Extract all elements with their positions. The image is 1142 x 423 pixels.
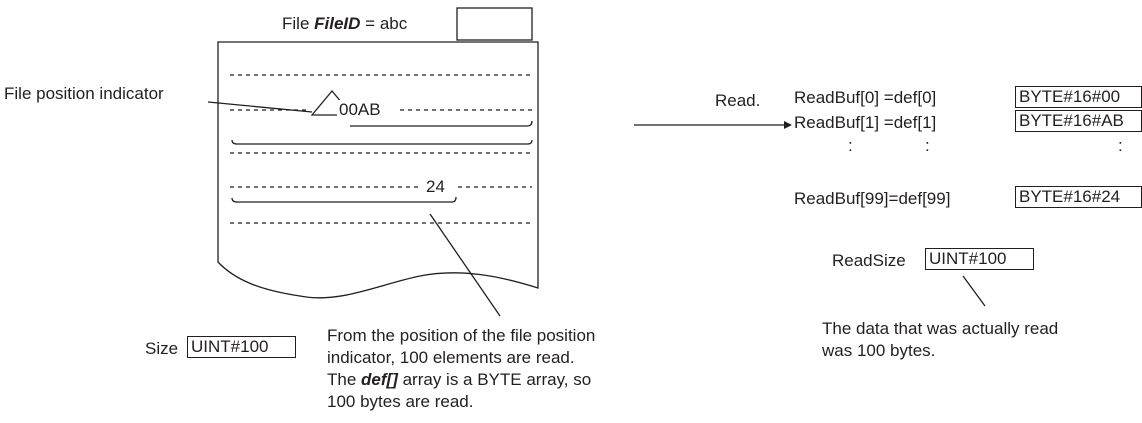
readsize-note-line-2: was 100 bytes.: [822, 341, 936, 360]
readbuf-row-99-value: BYTE#16#24: [1015, 186, 1142, 208]
data-brace-1: [350, 120, 533, 127]
indicator-leader-line: [207, 101, 313, 113]
file-label: File: [282, 14, 310, 33]
data-brace-2: [231, 139, 533, 145]
note-line-3-pre: The: [327, 370, 362, 389]
file-position-indicator-label: File position indicator: [4, 84, 164, 103]
note-line-3-post: array is a BYTE array, so: [397, 370, 592, 389]
size-label: Size: [145, 339, 179, 358]
readbuf-ellipsis-mid: :: [925, 136, 930, 155]
data-brace-3: [231, 196, 457, 203]
readsize-leader-line: [962, 275, 986, 307]
file-id-value: = abc: [365, 14, 408, 33]
note-line-3: The def[] array is a BYTE array, so: [327, 369, 591, 390]
read-arrow-head: [784, 121, 792, 129]
readbuf-row-0-expr: ReadBuf[0] =def[0]: [794, 88, 937, 107]
readsize-note-line-1: The data that was actually read: [822, 319, 1059, 338]
readbuf-row-1-value: BYTE#16#AB: [1015, 110, 1142, 132]
file-sheet: [217, 41, 539, 299]
readbuf-row-1-expr: ReadBuf[1] =def[1]: [794, 113, 937, 132]
file-data-bottom: 24: [424, 177, 447, 197]
note-line-2: indicator, 100 elements are read.: [327, 348, 575, 367]
file-id-name: FileID: [314, 14, 361, 33]
file-data-top: 00AB: [337, 100, 383, 120]
file-dotted-lines: [230, 74, 532, 224]
readsize-label: ReadSize: [832, 251, 906, 270]
note-line-4: 100 bytes are read.: [327, 392, 474, 411]
size-value: UINT#100: [187, 336, 296, 358]
readbuf-ellipsis-right: :: [1118, 136, 1123, 155]
readbuf-ellipsis-left: :: [848, 136, 853, 155]
readbuf-row-0-value: BYTE#16#00: [1015, 86, 1142, 108]
file-id-box: [456, 7, 533, 41]
note-leader-line: [429, 213, 501, 317]
note-def-array: def[]: [361, 370, 398, 389]
file-title: File FileID = abc: [282, 14, 407, 34]
readbuf-row-99-expr: ReadBuf[99]=def[99]: [794, 189, 951, 208]
note-line-1: From the position of the file position: [327, 326, 596, 345]
read-label: Read.: [715, 91, 761, 110]
readsize-value: UINT#100: [925, 248, 1034, 270]
